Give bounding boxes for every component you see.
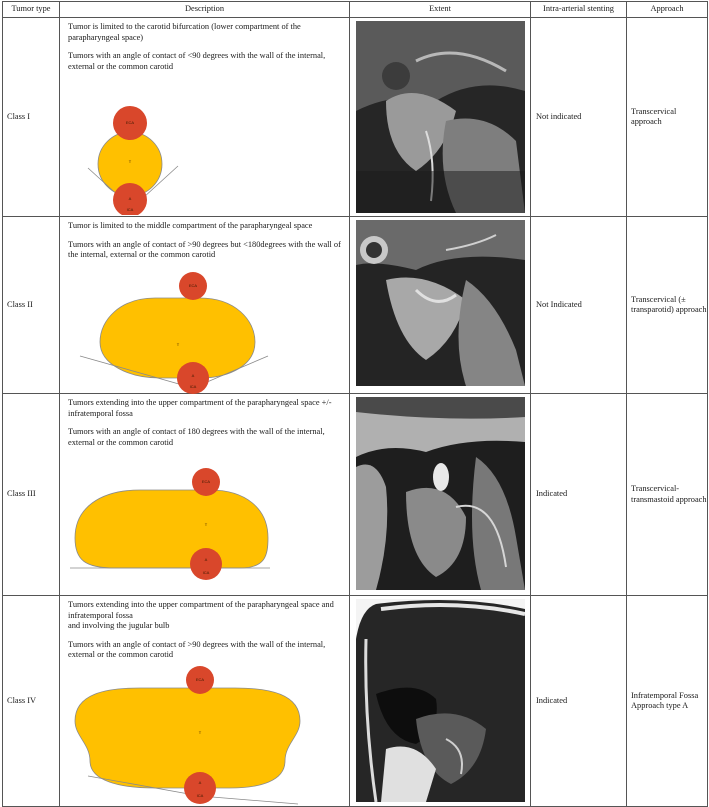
- class2-diagram: ECA T A ICA: [79, 272, 269, 394]
- stenting-cell: Indicated: [530, 595, 627, 807]
- approach-cell: Transcervical-transmastoid approach: [626, 393, 708, 596]
- diagram-label-eca: ECA: [126, 120, 135, 125]
- description-angle-text: Tumors with an angle of contact of <90 d…: [68, 51, 326, 71]
- diagram-label-ica: ICA: [203, 570, 210, 575]
- mri-image: [356, 599, 525, 802]
- tumor-type-cell: Class III: [2, 393, 60, 596]
- description-angle-text: Tumors with an angle of contact of 180 d…: [68, 427, 325, 447]
- extent-image-cell: [349, 595, 531, 807]
- description-extent-text: Tumors extending into the upper compartm…: [68, 600, 334, 620]
- mri-image: [356, 21, 525, 213]
- tumor-type-cell: Class I: [2, 17, 60, 217]
- approach-cell: Transcervical (± transparotid) approach: [626, 216, 708, 394]
- stenting-cell: Not indicated: [530, 17, 627, 217]
- description-angle-text: Tumors with an angle of contact of >90 d…: [68, 239, 341, 260]
- approach-cell: Infratemporal Fossa Approach type A: [626, 595, 708, 807]
- description-extent-text: Tumor is limited to the carotid bifurcat…: [68, 22, 301, 42]
- description-cell: Tumor is limited to the carotid bifurcat…: [59, 17, 350, 217]
- diagram-label-a: A: [199, 780, 202, 785]
- header-extent: Extent: [349, 1, 531, 18]
- description-cell: Tumors extending into the upper compartm…: [59, 595, 350, 807]
- extent-image-cell: [349, 393, 531, 596]
- diagram-label-a: A: [129, 196, 132, 201]
- description-cell: Tumors extending into the upper compartm…: [59, 393, 350, 596]
- class1-diagram: ECA T A ICA: [87, 106, 179, 215]
- header-stenting: Intra-arterial stenting: [530, 1, 627, 18]
- diagram-label-tumor: T: [199, 730, 202, 735]
- description-jugular-text: and involving the jugular bulb: [68, 621, 170, 630]
- tumor-type-cell: Class II: [2, 216, 60, 394]
- mri-image: [356, 397, 525, 590]
- description-angle-text: Tumors with an angle of contact of >90 d…: [68, 639, 326, 660]
- description-cell: Tumor is limited to the middle compartme…: [59, 216, 350, 394]
- mri-image: [356, 220, 525, 386]
- diagram-label-eca: ECA: [196, 677, 205, 682]
- diagram-label-ica: ICA: [197, 793, 204, 798]
- table-row: Class IV Tumors extending into the upper…: [2, 595, 708, 807]
- diagram-label-tumor: T: [177, 342, 180, 347]
- diagram-label-ica: ICA: [190, 384, 197, 389]
- tumor-type-cell: Class IV: [2, 595, 60, 807]
- header-approach: Approach: [626, 1, 708, 18]
- approach-cell: Transcervical approach: [626, 17, 708, 217]
- diagram-label-a: A: [205, 557, 208, 562]
- description-extent-text: Tumor is limited to the middle compartme…: [68, 221, 313, 230]
- description-extent-text: Tumors extending into the upper compartm…: [68, 398, 332, 418]
- class4-diagram: ECA T A ICA: [74, 666, 301, 805]
- diagram-label-ica: ICA: [127, 207, 134, 212]
- table-row: Class III Tumors extending into the uppe…: [2, 393, 708, 596]
- stenting-cell: Indicated: [530, 393, 627, 596]
- diagram-label-a: A: [192, 373, 195, 378]
- header-tumor-type: Tumor type: [2, 1, 60, 18]
- extent-image-cell: [349, 216, 531, 394]
- diagram-label-eca: ECA: [189, 283, 198, 288]
- table-row: Class II Tumor is limited to the middle …: [2, 216, 708, 394]
- diagram-label-tumor: T: [205, 522, 208, 527]
- diagram-label-tumor: T: [129, 159, 132, 164]
- extent-image-cell: [349, 17, 531, 217]
- class3-diagram: ECA T A ICA: [70, 468, 270, 580]
- diagram-label-eca: ECA: [202, 479, 211, 484]
- header-row: Tumor type Description Extent Intra-arte…: [2, 1, 708, 18]
- header-description: Description: [59, 1, 350, 18]
- table-row: Class I Tumor is limited to the carotid …: [2, 17, 708, 217]
- stenting-cell: Not Indicated: [530, 216, 627, 394]
